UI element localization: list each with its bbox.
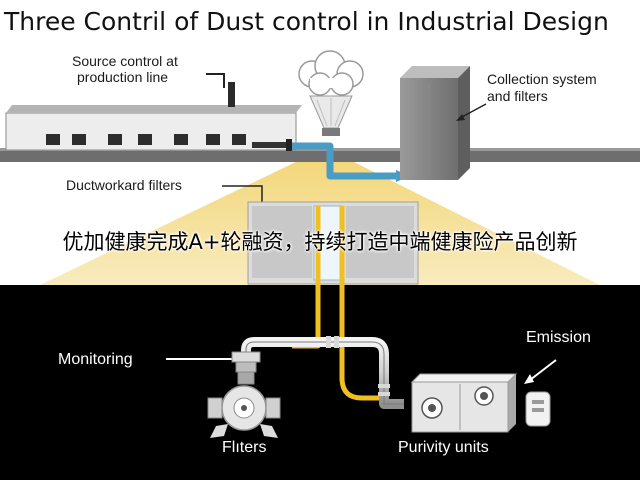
window-icon bbox=[108, 134, 122, 145]
blue-duct bbox=[292, 142, 398, 180]
leader-emission-arrow-icon bbox=[524, 374, 534, 384]
label-emission: Emission bbox=[526, 329, 591, 346]
purivity-unit-icon bbox=[410, 373, 518, 433]
pipe-flange bbox=[334, 336, 339, 348]
ductwork-filter-panel bbox=[247, 201, 419, 285]
label-monitoring: Monitoring bbox=[58, 351, 133, 368]
label-filters: Flıters bbox=[222, 439, 266, 456]
emission-sensor-icon bbox=[525, 391, 551, 427]
window-icon bbox=[232, 134, 246, 145]
label-purivity-units: Purivity units bbox=[398, 439, 489, 456]
dust-cloud-icon bbox=[298, 50, 364, 96]
ground-base bbox=[0, 148, 640, 162]
duct-flange bbox=[286, 139, 292, 151]
window-icon bbox=[46, 134, 60, 145]
building-duct bbox=[252, 142, 290, 148]
factory-building bbox=[5, 82, 302, 151]
window-icon bbox=[206, 134, 220, 145]
leader-source-control bbox=[206, 73, 225, 88]
yellow-duct-right bbox=[339, 206, 384, 401]
filter-unit-icon bbox=[207, 351, 281, 438]
label-collection-line2: and filters bbox=[487, 88, 548, 104]
silver-pipe-outline bbox=[245, 341, 404, 405]
extraction-hood-icon bbox=[309, 95, 353, 136]
window-icon bbox=[174, 134, 188, 145]
overlay-caption: 优加健康完成A+轮融资，持续打造中端健康险产品创新 bbox=[62, 230, 578, 254]
label-source-control-line1: Source control at bbox=[72, 53, 178, 69]
pipe-flange bbox=[378, 384, 390, 388]
collection-system-icon bbox=[400, 66, 470, 180]
window-icon bbox=[72, 134, 86, 145]
leader-collection-arrow-icon bbox=[456, 114, 465, 121]
diagram-title: Three Contril of Dust control in Industr… bbox=[3, 7, 609, 36]
chimney-icon bbox=[228, 82, 235, 107]
label-ductwork-filters: Ductworkard filters bbox=[66, 177, 182, 193]
pipe-flange bbox=[326, 336, 331, 348]
pipe-flange bbox=[378, 392, 390, 396]
label-collection-line1: Collection system bbox=[487, 71, 597, 87]
leader-emission bbox=[529, 359, 557, 381]
leader-collection bbox=[459, 103, 487, 119]
label-source-control-line2: production line bbox=[77, 69, 168, 85]
leader-ductwork bbox=[222, 185, 263, 204]
window-icon bbox=[138, 134, 152, 145]
